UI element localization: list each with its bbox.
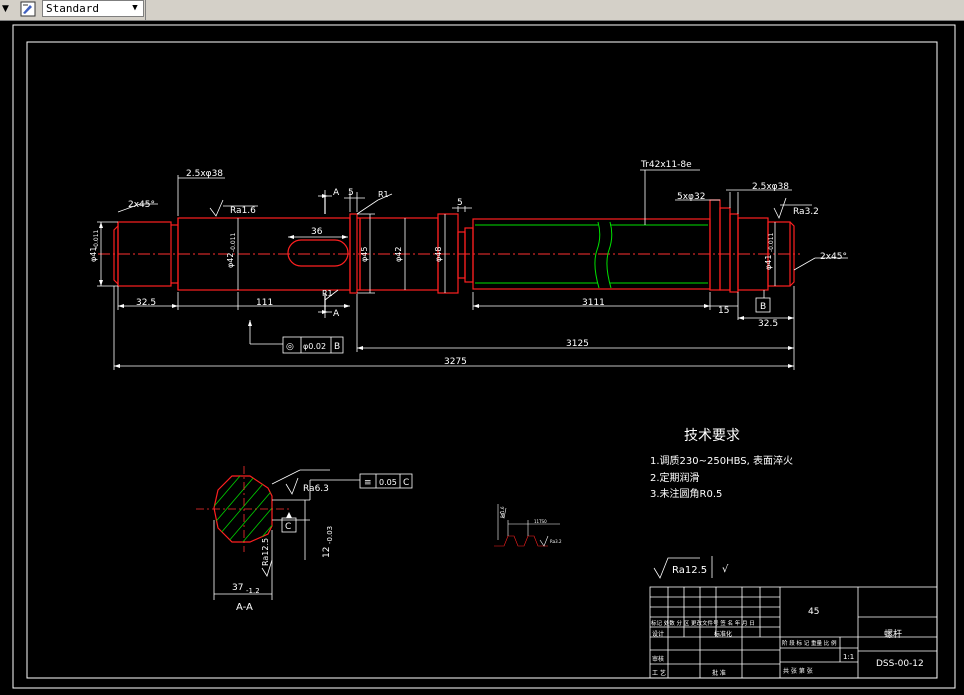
d42b-label: φ42 bbox=[394, 247, 403, 262]
design-label: 设计 bbox=[652, 630, 664, 638]
d45-label: φ45 bbox=[360, 247, 369, 262]
section-ra-63: Ra6.3 bbox=[303, 484, 329, 494]
tol-right-label: -0.011 bbox=[768, 232, 775, 252]
len-15-label: 15 bbox=[718, 306, 729, 316]
chamfer-left-label: 2x45° bbox=[128, 200, 155, 210]
groove-mid-label: 5xφ32 bbox=[677, 192, 705, 202]
material-label: 45 bbox=[808, 607, 819, 617]
section-view: Ra6.3 ≡ 0.05 C C 37 -1.2 A-A Ra12.5 12 -… bbox=[196, 466, 413, 613]
surface-note-ra: Ra12.5 bbox=[672, 565, 707, 576]
len-325-left-label: 32.5 bbox=[136, 298, 156, 308]
fcf-value: φ0.02 bbox=[303, 342, 326, 351]
flatness-datum: C bbox=[403, 478, 409, 488]
section-depth: 12 bbox=[322, 547, 332, 558]
process-label: 工 艺 bbox=[652, 669, 666, 677]
len-3125-label: 3125 bbox=[566, 339, 589, 349]
tol-left-label: -0.011 bbox=[93, 229, 100, 249]
chevron-down-icon[interactable]: ▼ bbox=[2, 4, 9, 14]
d48-label: φ48 bbox=[434, 247, 443, 262]
surface-note: Ra12.5 √ bbox=[653, 556, 729, 579]
fcf-symbol: ◎ bbox=[286, 342, 294, 352]
header-row-label: 标记 处数 分 区 更改文件号 签 名 年 月 日 bbox=[651, 619, 755, 627]
section-label: A-A bbox=[236, 602, 253, 613]
drawing-canvas[interactable]: 2x45° 2.5xφ38 Ra1.6 A 5 R1 36 R1 A 5 Tr4… bbox=[0, 21, 964, 691]
r1-top-label: R1 bbox=[378, 190, 389, 199]
sheet-labels: 共 张 第 张 bbox=[783, 667, 813, 675]
flatness-value: 0.05 bbox=[379, 478, 397, 487]
len-325-right-label: 32.5 bbox=[758, 319, 778, 329]
fcf-datum: B bbox=[334, 342, 340, 352]
approve-label: 批 准 bbox=[712, 669, 726, 677]
detail-ra-a: Ra1.6 bbox=[500, 506, 505, 518]
len-111-label: 111 bbox=[256, 298, 273, 308]
text-style-value: Standard bbox=[46, 2, 99, 15]
thread-detail bbox=[494, 504, 560, 547]
dimension-lines bbox=[97, 169, 848, 370]
scale-label: 1:1 bbox=[843, 653, 854, 661]
tech-title: 技术要求 bbox=[684, 428, 740, 444]
detail-ra-b: Ra3.2 bbox=[550, 539, 562, 544]
toolbar-separator bbox=[145, 0, 146, 20]
inner-frame bbox=[26, 41, 938, 679]
text-style-icon[interactable] bbox=[20, 1, 36, 17]
feature-control-frame bbox=[282, 336, 344, 354]
text-style-select[interactable]: Standard ▼ bbox=[42, 0, 144, 17]
surface-note-rest: √ bbox=[722, 564, 729, 575]
five-a-label: 5 bbox=[348, 188, 354, 198]
thread-lines bbox=[475, 221, 708, 289]
shaft-outline bbox=[113, 199, 795, 294]
section-a-bottom-label: A bbox=[333, 309, 340, 319]
r1-bottom-label: R1 bbox=[322, 289, 333, 298]
standardization-label: 标准化 bbox=[714, 630, 732, 638]
roughness-symbols bbox=[209, 197, 787, 220]
title-block bbox=[649, 586, 938, 679]
d41-right-label: φ41 bbox=[764, 255, 773, 270]
toolbar: ▼ Standard ▼ bbox=[0, 0, 964, 21]
tech-item-3: 3.未注圆角R0.5 bbox=[650, 487, 722, 500]
d42-label: φ42 bbox=[226, 253, 235, 268]
section-ra-125: Ra12.5 bbox=[261, 538, 270, 566]
drawing-no-label: DSS-00-12 bbox=[876, 659, 924, 669]
cad-drawing: 2x45° 2.5xφ38 Ra1.6 A 5 R1 36 R1 A 5 Tr4… bbox=[12, 24, 956, 689]
datum-c-label: C bbox=[285, 522, 291, 532]
groove-right-label: 2.5xφ38 bbox=[752, 182, 789, 192]
section-depth-tol: -0.03 bbox=[326, 526, 334, 544]
detail-thread: 11TS0 bbox=[534, 519, 547, 524]
flatness-symbol: ≡ bbox=[364, 478, 372, 488]
tech-item-1: 1.调质230~250HBS, 表面淬火 bbox=[650, 454, 793, 467]
section-width-tol: -1.2 bbox=[246, 587, 260, 595]
datum-b-label: B bbox=[760, 302, 766, 312]
chamfer-right-label: 2x45° bbox=[820, 252, 847, 262]
datum-b-box bbox=[755, 297, 771, 313]
len-3275-label: 3275 bbox=[444, 357, 467, 367]
five-b-label: 5 bbox=[457, 198, 463, 208]
len-3111-label: 3111 bbox=[582, 298, 605, 308]
groove-left-label: 2.5xφ38 bbox=[186, 169, 223, 179]
part-name-label: 螺杆 bbox=[884, 628, 902, 640]
chevron-down-icon[interactable]: ▼ bbox=[132, 3, 138, 13]
review-label: 审核 bbox=[652, 655, 664, 663]
ra-16-label: Ra1.6 bbox=[230, 206, 256, 216]
thread-label: Tr42x11-8e bbox=[640, 160, 692, 170]
stage-labels: 阶 段 标 记 重量 比 例 bbox=[782, 639, 837, 647]
section-a-top-label: A bbox=[333, 188, 340, 198]
keyway-len-label: 36 bbox=[311, 227, 323, 237]
ra-32-label: Ra3.2 bbox=[793, 207, 819, 217]
tol-42-label: -0.011 bbox=[230, 232, 237, 252]
outer-frame bbox=[12, 24, 956, 689]
d41-left-label: φ41 bbox=[89, 247, 98, 262]
section-width: 37 bbox=[232, 583, 243, 593]
dimension-arrows bbox=[99, 194, 794, 368]
tech-item-2: 2.定期润滑 bbox=[650, 471, 700, 484]
